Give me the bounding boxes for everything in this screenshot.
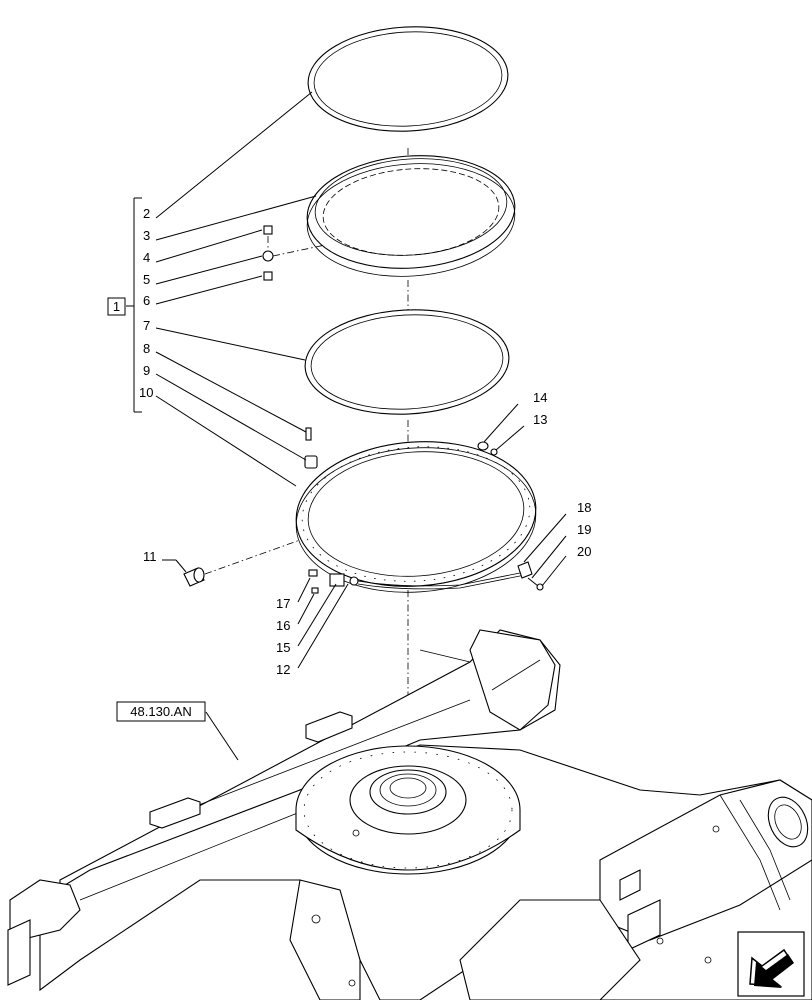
callout-8: 8 [143, 341, 150, 356]
callout-3: 3 [143, 228, 150, 243]
group-bracket [126, 197, 142, 413]
callout-5: 5 [143, 272, 150, 287]
internal-gear-ring [306, 155, 516, 277]
lube-fitting-11 [183, 567, 205, 587]
callout-4: 4 [143, 250, 150, 265]
spacer-3 [263, 225, 273, 235]
callout-13: 13 [533, 412, 547, 427]
reference-box[interactable] [116, 701, 206, 722]
slewing-bearing [295, 441, 537, 593]
callout-20: 20 [577, 544, 591, 559]
clamp-right [517, 561, 544, 591]
reference-label[interactable]: 48.130.AN [130, 704, 191, 719]
arrow-icon[interactable] [737, 931, 805, 997]
group-number: 1 [113, 299, 120, 314]
callout-15: 15 [276, 640, 290, 655]
callout-6: 6 [143, 293, 150, 308]
turntable-mount [295, 745, 521, 875]
spacer-5 [263, 271, 273, 281]
callout-10: 10 [139, 385, 153, 400]
fittings-left [308, 569, 526, 594]
callout-9: 9 [143, 363, 150, 378]
group-box [107, 297, 126, 316]
callout-2: 2 [143, 206, 150, 221]
callout-11: 11 [143, 549, 157, 564]
ball-4 [262, 250, 274, 262]
callout-16: 16 [276, 618, 290, 633]
seal-ring-top [307, 26, 509, 132]
fittings-right-top [477, 441, 498, 456]
callout-19: 19 [577, 522, 591, 537]
callout-17: 17 [276, 596, 290, 611]
callout-18: 18 [577, 500, 591, 515]
leader-lines [155, 91, 567, 761]
seal-ring-middle [304, 309, 510, 415]
callout-7: 7 [143, 318, 150, 333]
callout-14: 14 [533, 390, 547, 405]
pin-8 [305, 427, 312, 441]
plug-9 [304, 455, 318, 469]
callout-12: 12 [276, 662, 290, 677]
